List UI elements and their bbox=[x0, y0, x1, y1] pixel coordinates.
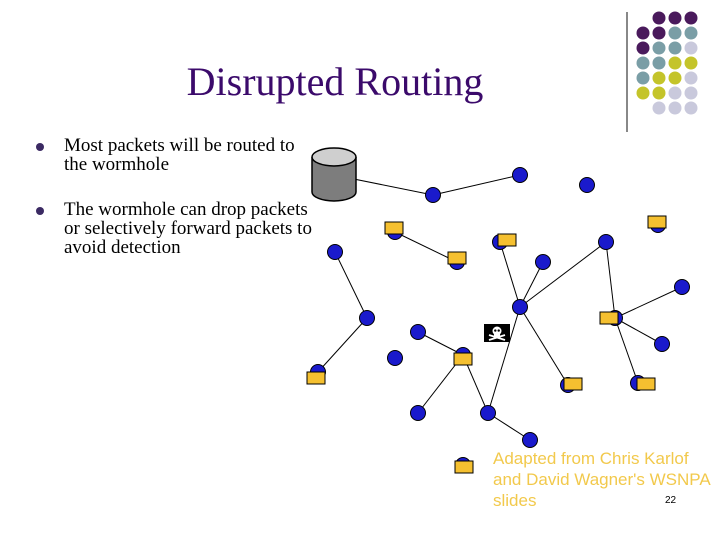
packet-icon bbox=[447, 251, 467, 265]
decorative-dot bbox=[684, 56, 698, 70]
packet-icon bbox=[647, 215, 667, 229]
decorative-dot bbox=[684, 41, 698, 55]
credit-text: Adapted from Chris Karlof and David Wagn… bbox=[493, 449, 710, 510]
network-link bbox=[487, 412, 531, 441]
decorative-dot bbox=[668, 41, 682, 55]
decorative-dot bbox=[684, 11, 698, 25]
network-link bbox=[519, 306, 569, 386]
bullet-icon bbox=[36, 143, 44, 151]
sensor-node bbox=[327, 244, 343, 260]
decorative-dot bbox=[652, 26, 666, 40]
database-cylinder-icon bbox=[311, 147, 357, 202]
sensor-node bbox=[535, 254, 551, 270]
sensor-node bbox=[674, 279, 690, 295]
decorative-dot bbox=[636, 56, 650, 70]
network-link bbox=[417, 331, 464, 356]
sensor-node bbox=[410, 324, 426, 340]
decorative-dot bbox=[652, 86, 666, 100]
network-link bbox=[519, 241, 607, 308]
decorative-dot bbox=[668, 56, 682, 70]
decorative-dot bbox=[652, 71, 666, 85]
decorative-dot bbox=[684, 86, 698, 100]
network-link bbox=[487, 306, 521, 414]
decorative-dot bbox=[636, 71, 650, 85]
sensor-node bbox=[387, 350, 403, 366]
packet-icon bbox=[636, 377, 656, 391]
sensor-node bbox=[654, 336, 670, 352]
decorative-dot bbox=[652, 56, 666, 70]
network-link bbox=[605, 241, 616, 319]
packet-icon bbox=[384, 221, 404, 235]
decorative-dot bbox=[636, 41, 650, 55]
sensor-node bbox=[425, 187, 441, 203]
decorative-dot bbox=[668, 86, 682, 100]
packet-icon bbox=[599, 311, 619, 325]
decorative-dot bbox=[652, 41, 666, 55]
packet-icon bbox=[306, 371, 326, 385]
sensor-node bbox=[512, 299, 528, 315]
decorative-dot bbox=[684, 101, 698, 115]
decorative-dot bbox=[652, 101, 666, 115]
network-link bbox=[317, 317, 368, 373]
decorative-dot bbox=[668, 26, 682, 40]
decorative-dot bbox=[668, 11, 682, 25]
bullet-icon bbox=[36, 207, 44, 215]
sensor-node bbox=[579, 177, 595, 193]
decorative-dot bbox=[636, 86, 650, 100]
packet-icon bbox=[454, 460, 474, 474]
decorative-dot bbox=[684, 26, 698, 40]
network-link bbox=[614, 317, 639, 384]
skull-crossbones-icon bbox=[484, 324, 510, 342]
bullet-item: Most packets will be routed to the wormh… bbox=[36, 136, 316, 174]
network-link bbox=[499, 241, 521, 308]
network-link bbox=[334, 251, 368, 319]
network-link bbox=[432, 174, 521, 196]
network-link bbox=[614, 286, 683, 319]
decorative-divider bbox=[626, 12, 628, 132]
bullet-list: Most packets will be routed to the wormh… bbox=[36, 136, 316, 283]
network-link bbox=[614, 317, 663, 345]
decorative-dot bbox=[668, 101, 682, 115]
bullet-item: The wormhole can drop packets or selecti… bbox=[36, 200, 316, 257]
decorative-dot bbox=[684, 71, 698, 85]
decorative-dot bbox=[652, 11, 666, 25]
network-link bbox=[394, 231, 458, 263]
packet-icon bbox=[453, 352, 473, 366]
sensor-node bbox=[598, 234, 614, 250]
sensor-node bbox=[522, 432, 538, 448]
sensor-node bbox=[512, 167, 528, 183]
sensor-node bbox=[480, 405, 496, 421]
network-link bbox=[519, 261, 544, 308]
page-title: Disrupted Routing bbox=[186, 59, 484, 104]
bullet-text: Most packets will be routed to the wormh… bbox=[64, 135, 295, 175]
decorative-dot bbox=[636, 26, 650, 40]
decorative-dot bbox=[668, 71, 682, 85]
packet-icon bbox=[563, 377, 583, 391]
page-number: 22 bbox=[665, 495, 677, 506]
sensor-node bbox=[410, 405, 426, 421]
bullet-text: The wormhole can drop packets or selecti… bbox=[64, 199, 312, 258]
sensor-node bbox=[359, 310, 375, 326]
packet-icon bbox=[497, 233, 517, 247]
